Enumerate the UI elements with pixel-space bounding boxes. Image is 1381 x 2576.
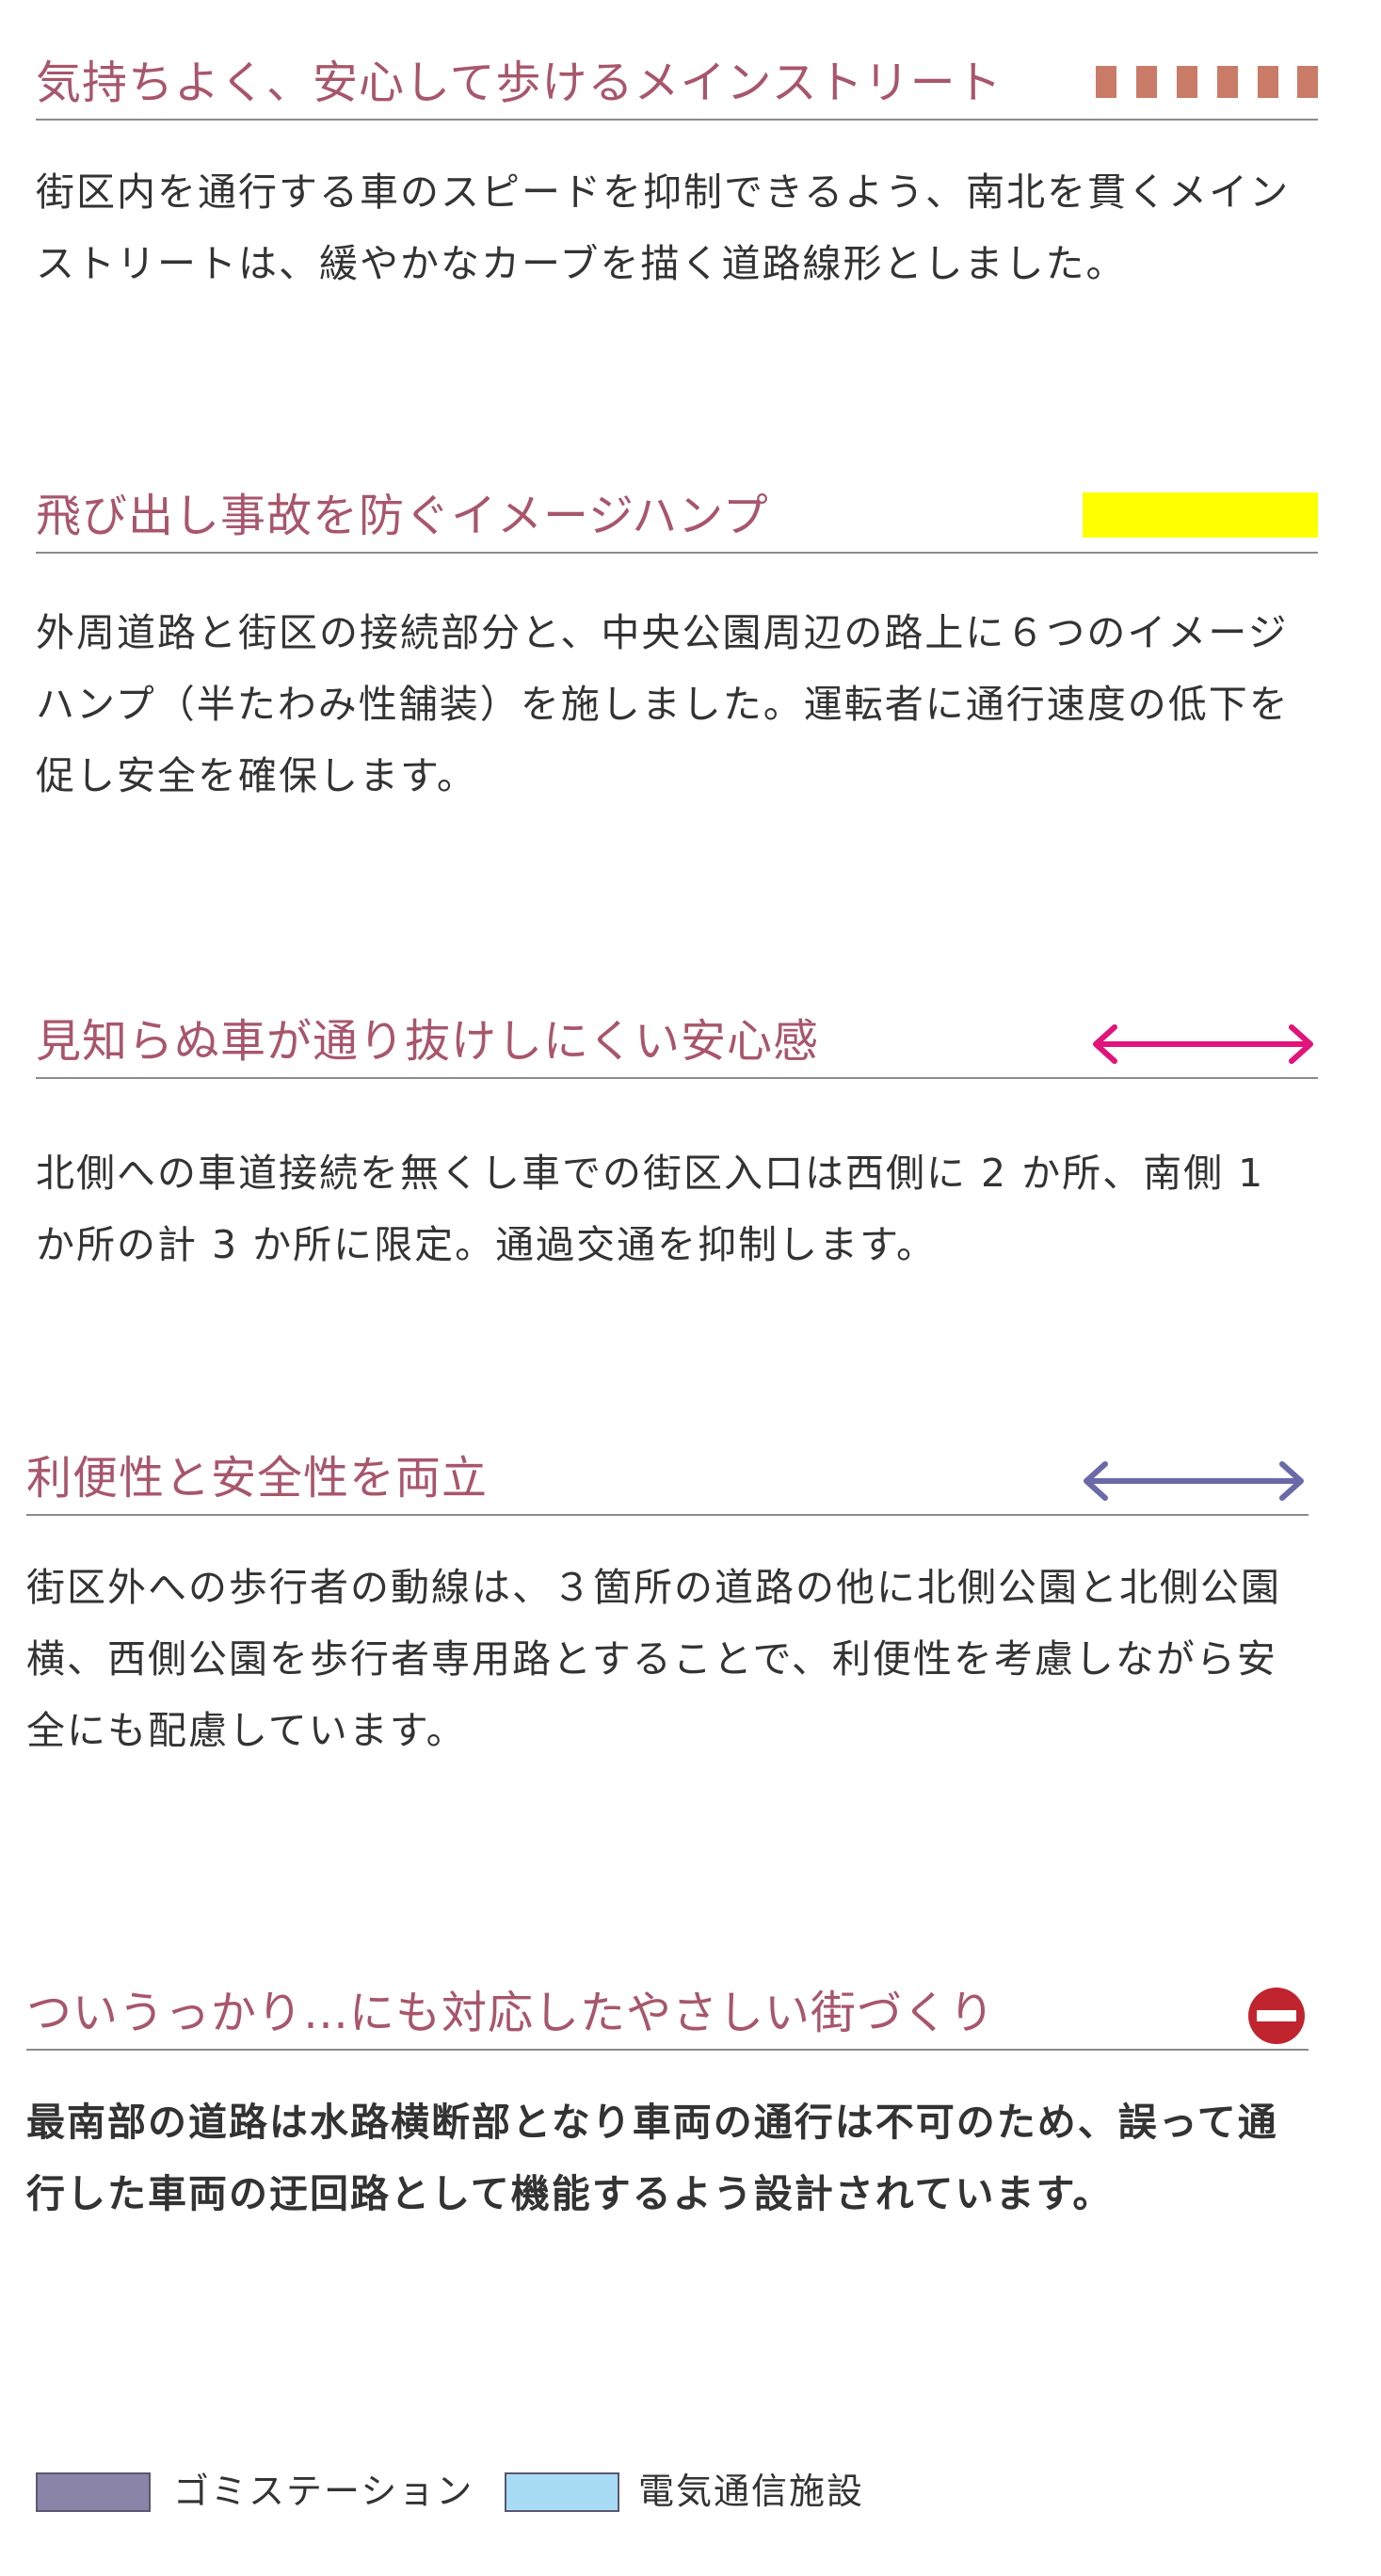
- section-heading: 気持ちよく、安心して歩けるメインストリート: [36, 55, 1318, 121]
- dashed-brick-line-icon: [1096, 66, 1318, 98]
- legend-label-garbage-station: ゴミステーション: [173, 2471, 474, 2512]
- section-body: 最南部の道路は水路横断部となり車両の通行は不可のため、誤って通行した車両の迂回路…: [26, 2100, 1278, 2216]
- double-arrow-icon: [1093, 1024, 1313, 1064]
- section-body: 街区内を通行する車のスピードを抑制できるよう、南北を貫くメインストリートは、緩や…: [36, 169, 1291, 286]
- section-body: 街区外への歩行者の動線は、３箇所の道路の他に北側公園と北側公園横、西側公園を歩行…: [26, 1565, 1281, 1753]
- section-title: 利便性と安全性を両立: [26, 1452, 489, 1505]
- section-title: 気持ちよく、安心して歩けるメインストリート: [36, 56, 1003, 109]
- yellow-bar-icon: [1083, 492, 1318, 538]
- brick: [1177, 66, 1197, 98]
- section-heading: 飛び出し事故を防ぐイメージハンプ: [36, 488, 1318, 554]
- section-body: 外周道路と街区の接続部分と、中央公園周辺の路上に６つのイメージハンプ（半たわみ性…: [36, 610, 1290, 798]
- section-heading: ついうっかり…にも対応したやさしい街づくり: [26, 1985, 1309, 2051]
- section-through-traffic: 見知らぬ車が通り抜けしにくい安心感 北側への車道接続を無くし車での街区入口は西側…: [36, 1013, 1318, 1296]
- no-entry-icon: [1248, 1988, 1305, 2044]
- section-heading: 見知らぬ車が通り抜けしにくい安心感: [36, 1013, 1318, 1079]
- brick: [1136, 66, 1157, 98]
- section-convenience-safety: 利便性と安全性を両立 街区外への歩行者の動線は、３箇所の道路の他に北側公園と北側…: [26, 1450, 1309, 1789]
- section-heading: 利便性と安全性を両立: [26, 1450, 1309, 1516]
- section-main-street: 気持ちよく、安心して歩けるメインストリート 街区内を通行する車のスピードを抑制で…: [36, 55, 1318, 328]
- brick: [1258, 66, 1278, 98]
- legend-label-telecom-facility: 電気通信施設: [638, 2471, 865, 2512]
- legend-swatch-telecom-facility: [505, 2472, 619, 2512]
- section-title: 見知らぬ車が通り抜けしにくい安心感: [36, 1015, 820, 1068]
- brick: [1217, 66, 1238, 98]
- legend: ゴミステーション 電気通信施設: [36, 2469, 977, 2525]
- brick: [1297, 66, 1318, 98]
- double-arrow-icon: [1084, 1461, 1304, 1501]
- section-title: 飛び出し事故を防ぐイメージハンプ: [36, 490, 769, 542]
- section-detour: ついうっかり…にも対応したやさしい街づくり 最南部の道路は水路横断部となり車両の…: [26, 1985, 1309, 2267]
- section-image-hump: 飛び出し事故を防ぐイメージハンプ 外周道路と街区の接続部分と、中央公園周辺の路上…: [36, 488, 1318, 827]
- legend-swatch-garbage-station: [36, 2472, 151, 2512]
- section-title: ついうっかり…にも対応したやさしい街づくり: [26, 1987, 996, 2039]
- brick: [1096, 66, 1116, 98]
- section-body: 北側への車道接続を無くし車での街区入口は西側に 2 か所、南側 1 か所の計 3…: [36, 1151, 1265, 1267]
